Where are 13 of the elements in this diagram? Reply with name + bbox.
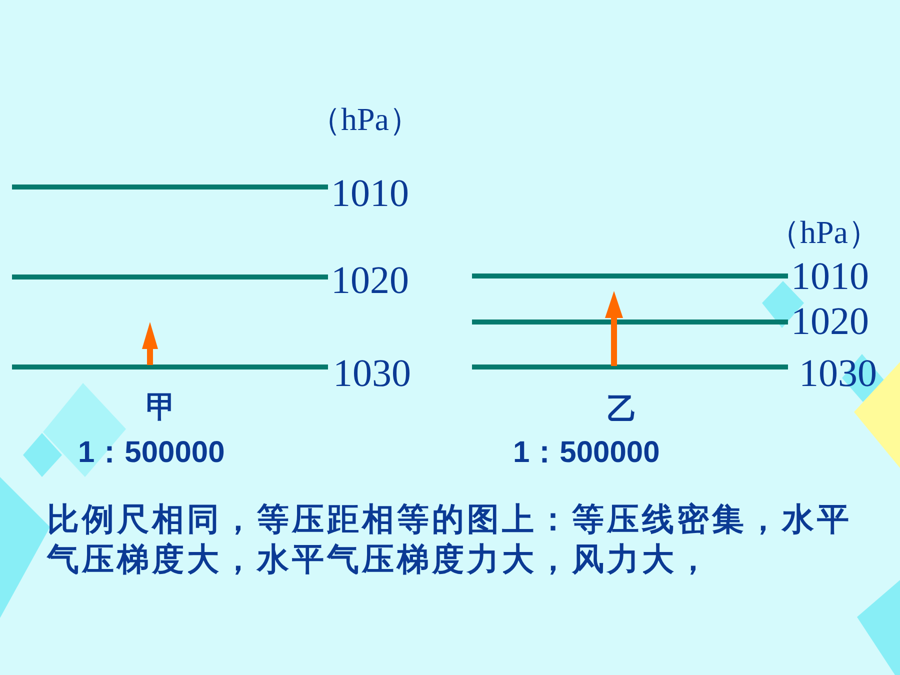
isobar-value: 1010 <box>791 257 869 296</box>
scale-label: 1：500000 <box>78 438 225 468</box>
explanation-text: 比例尺相同，等压距相等的图上：等压线密集，水平气压梯度大，水平气压梯度力大，风力大， <box>47 499 853 579</box>
unit-label: （hPa） <box>309 103 421 135</box>
panel-label: 甲 <box>146 393 176 423</box>
isobar-value: 1020 <box>331 261 409 300</box>
isobar-value: 1020 <box>791 302 869 341</box>
isobar-value: 1010 <box>331 174 409 213</box>
isobar-value: 1030 <box>799 354 877 393</box>
panel-label: 乙 <box>607 395 637 425</box>
scale-label: 1：500000 <box>513 438 660 468</box>
unit-label: （hPa） <box>768 216 880 248</box>
isobar-value: 1030 <box>333 354 411 393</box>
